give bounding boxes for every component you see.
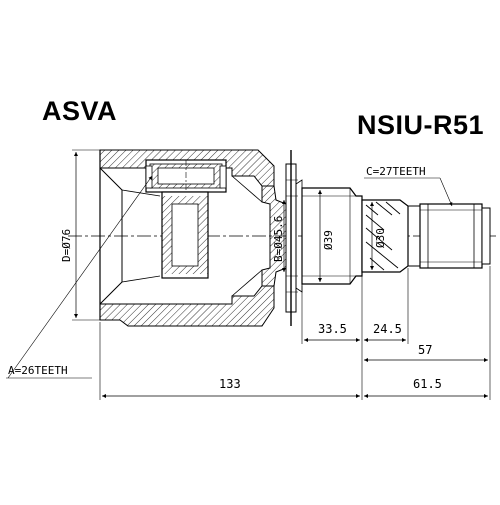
dim-outer-diameter <box>72 149 100 321</box>
extension-lines <box>99 266 491 400</box>
brand-logo: ASVA <box>42 96 118 126</box>
outer-splines-label: A=26TEETH <box>8 364 68 377</box>
tripod-shaft <box>161 191 209 279</box>
seal-flange <box>285 150 303 326</box>
spline-diameter-label: Ø30 <box>374 228 387 248</box>
tripod-roller <box>145 159 227 193</box>
seal-diameter-label: B=Ø45.6 <box>272 216 285 262</box>
dim-24-5: 24.5 <box>373 322 402 336</box>
threaded-end <box>419 203 491 269</box>
stem-splines <box>361 199 420 273</box>
shaft-splines-label: C=27TEETH <box>366 165 426 178</box>
outer-diameter-label: D=Ø76 <box>60 229 73 262</box>
leader-outer-splines <box>6 175 153 379</box>
dim-33-5: 33.5 <box>318 322 347 336</box>
dim-133: 133 <box>219 377 241 391</box>
dim-61-5: 61.5 <box>413 377 442 391</box>
dim-57: 57 <box>418 343 432 357</box>
shaft-diameter-label: Ø39 <box>322 230 335 250</box>
part-number: NSIU-R51 <box>357 110 485 140</box>
leader-shaft-splines <box>364 177 453 207</box>
